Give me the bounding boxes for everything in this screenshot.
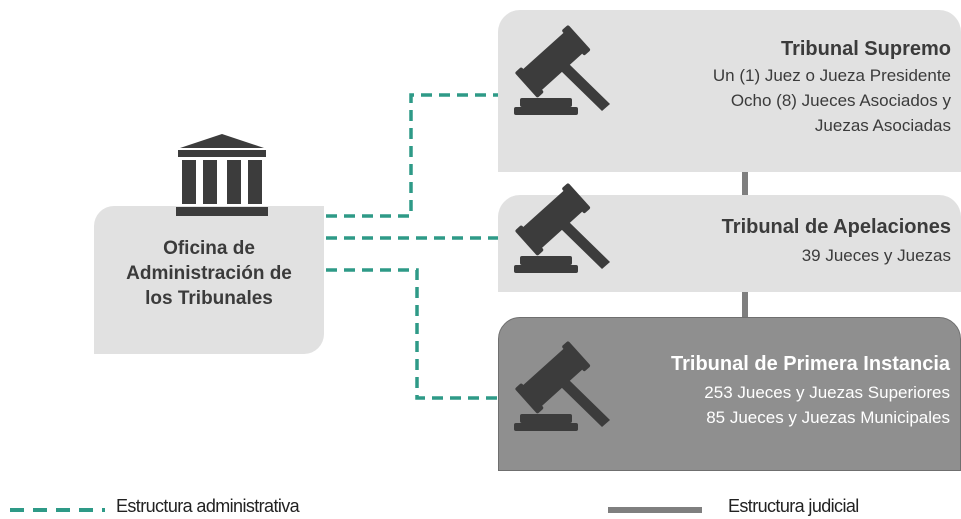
court-card-primera-instancia: Tribunal de Primera Instancia 253 Jueces… <box>498 317 961 471</box>
legend-administrative-swatch <box>10 508 105 512</box>
court-detail: Ocho (8) Jueces Asociados y <box>730 91 951 110</box>
court-card-apelaciones: Tribunal de Apelaciones 39 Jueces y Juez… <box>498 195 961 292</box>
court-title: Tribunal Supremo <box>780 38 951 60</box>
admin-connector-supremo <box>326 93 499 218</box>
office-title: Oficina de Administración de los Tribuna… <box>94 236 324 311</box>
legend-judicial-label: Estructura judicial <box>728 496 859 516</box>
court-detail: Juezas Asociadas <box>814 116 951 135</box>
legend-administrative-label: Estructura administrativa <box>116 496 300 516</box>
office-title-line: los Tribunales <box>145 288 273 309</box>
legend-judicial-swatch <box>608 507 702 513</box>
admin-connector-primera <box>326 268 499 400</box>
court-detail: 253 Jueces y Juezas Superiores <box>704 383 950 402</box>
court-title: Tribunal de Primera Instancia <box>671 353 950 375</box>
office-card: Oficina de Administración de los Tribuna… <box>94 206 324 354</box>
court-detail: 85 Jueces y Juezas Municipales <box>706 408 950 427</box>
office-title-line: Oficina de <box>163 238 255 259</box>
office-title-line: Administración de <box>126 263 292 284</box>
court-title: Tribunal de Apelaciones <box>721 216 951 238</box>
court-detail: 39 Jueces y Juezas <box>801 246 951 265</box>
gavel-icon <box>514 183 610 273</box>
courthouse-icon <box>176 134 268 216</box>
gavel-icon <box>514 25 610 115</box>
gavel-icon <box>514 341 610 431</box>
court-detail: Un (1) Juez o Jueza Presidente <box>712 66 951 85</box>
